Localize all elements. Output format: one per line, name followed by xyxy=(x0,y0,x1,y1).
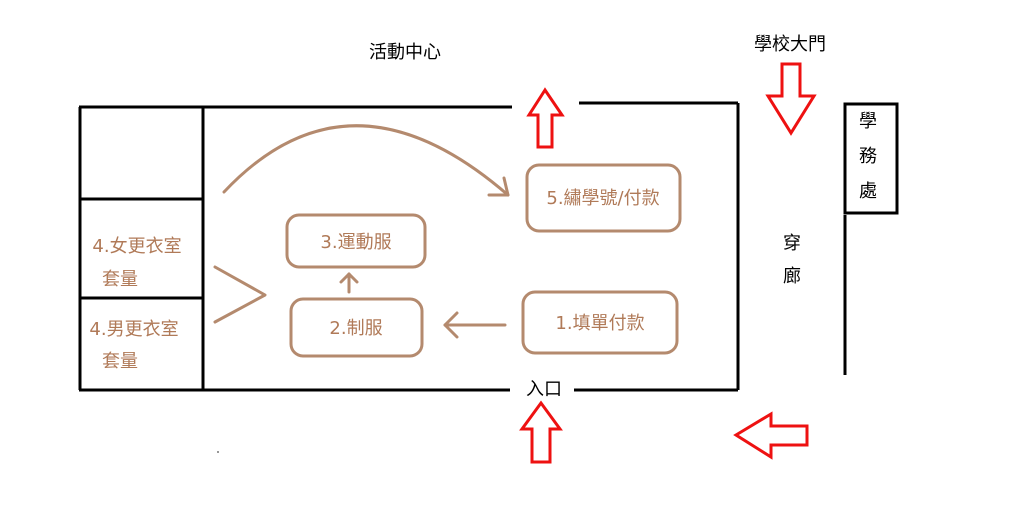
corridor-char-1: 穿 xyxy=(783,233,801,254)
step1-box xyxy=(521,290,679,355)
student-affairs-char-3: 處 xyxy=(859,181,877,202)
entrance-label: 入口 xyxy=(526,379,562,400)
corridor-left-arrow xyxy=(733,411,809,460)
step5-box xyxy=(525,163,682,233)
school-gate-label: 學校大門 xyxy=(754,34,826,55)
step3-label: 3.運動服 xyxy=(320,232,391,253)
student-affairs-office-box xyxy=(843,102,899,215)
activity-center-label: 活動中心 xyxy=(369,42,441,63)
gate-down-arrow xyxy=(765,62,817,136)
arrow-fitting-to-step5 xyxy=(222,124,510,197)
arrow-to-fitting-rooms xyxy=(213,265,267,324)
step1-label: 1.填單付款 xyxy=(555,313,644,334)
female-fitting-room-sub: 套量 xyxy=(102,269,138,290)
entrance-up-arrow xyxy=(519,400,563,464)
arrow-step1-to-step2 xyxy=(443,311,507,339)
step3-box xyxy=(285,213,427,269)
female-fitting-room-label: 4.女更衣室 xyxy=(92,236,181,257)
student-affairs-char-1: 學 xyxy=(859,111,877,132)
student-affairs-char-2: 務 xyxy=(859,146,877,167)
stray-dot xyxy=(217,451,219,453)
direction-arrows xyxy=(519,62,817,464)
step2-box xyxy=(289,297,424,358)
step2-label: 2.制服 xyxy=(329,318,382,339)
flow xyxy=(213,124,682,358)
step5-label: 5.繡學號/付款 xyxy=(546,188,659,209)
exit-up-arrow xyxy=(526,87,565,149)
male-fitting-room-label: 4.男更衣室 xyxy=(89,319,178,340)
building-walls xyxy=(78,101,899,392)
corridor-char-2: 廊 xyxy=(783,266,801,287)
male-fitting-room-sub: 套量 xyxy=(102,351,138,372)
arrow-step2-to-step3 xyxy=(339,272,359,294)
